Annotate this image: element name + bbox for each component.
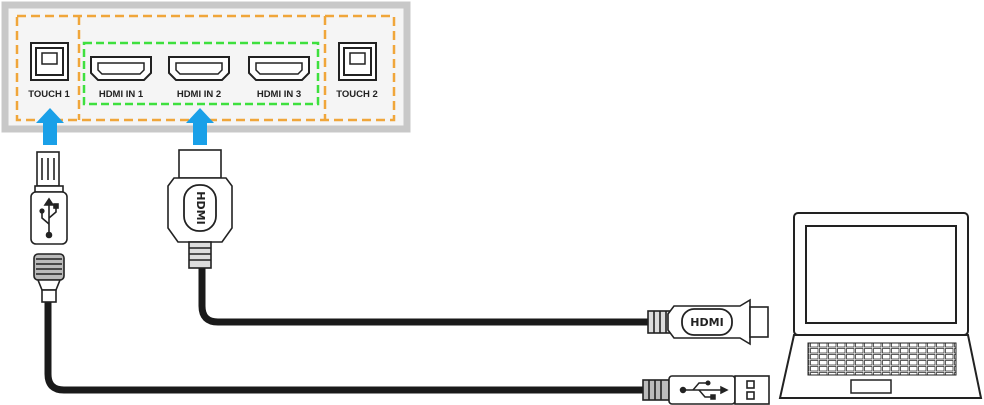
laptop-screen <box>805 225 957 324</box>
laptop-icon <box>778 212 983 399</box>
hdmi-in2-port <box>168 56 230 81</box>
hdmi-connector-horizontal <box>647 298 769 346</box>
port-label-hdmi-in3: HDMI IN 3 <box>257 89 301 100</box>
hdmi-logo-icon: HDMI <box>194 191 207 224</box>
hdmi-in3-port <box>248 56 310 81</box>
laptop-touchpad <box>850 379 892 394</box>
arrow-to-touch1 <box>36 108 64 145</box>
port-label-hdmi-in2: HDMI IN 2 <box>177 89 221 100</box>
hdmi-cable <box>198 268 650 326</box>
touch-group-outline <box>15 14 396 122</box>
laptop-keyboard <box>807 342 957 376</box>
usb-trident-icon <box>39 197 59 239</box>
hdmi-logo-icon-horizontal: HDMI <box>690 316 723 329</box>
hdmi-in1-port <box>90 56 152 81</box>
port-label-hdmi-in1: HDMI IN 1 <box>99 89 144 100</box>
port-label-touch2: TOUCH 2 <box>336 89 378 100</box>
usb-cable <box>44 300 646 394</box>
hdmi-group-outline <box>82 41 320 106</box>
arrow-to-hdmi-in2 <box>186 108 214 145</box>
port-label-touch1: TOUCH 1 <box>28 89 70 100</box>
usb-trident-icon-horizontal <box>679 380 729 400</box>
hdmi-connector-vertical <box>167 149 233 269</box>
touch1-port <box>30 42 69 81</box>
touch2-port <box>338 42 377 81</box>
io-panel: TOUCH 1 HDMI IN 1 HDMI IN 2 HDMI IN 3 TO… <box>1 1 411 133</box>
